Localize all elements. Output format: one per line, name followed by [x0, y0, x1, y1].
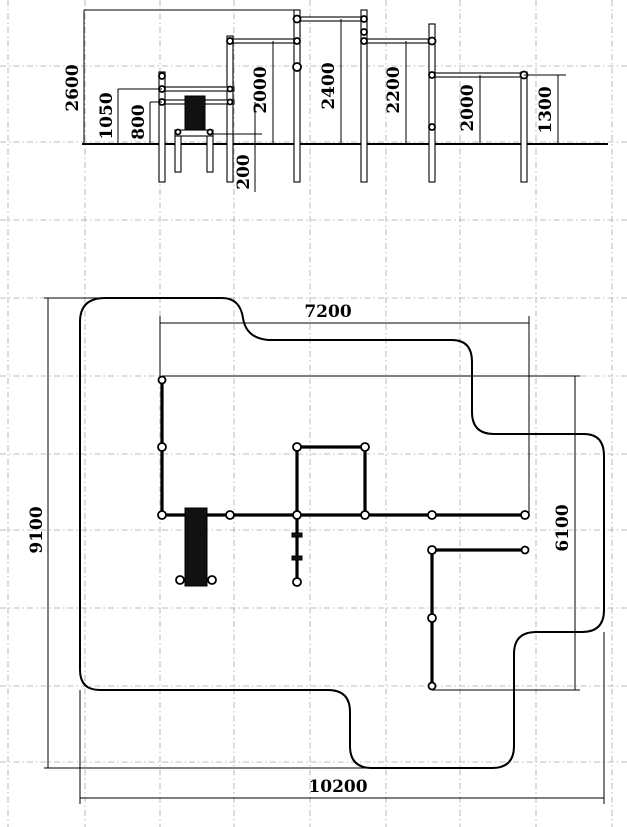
post-bench-left — [158, 71, 166, 183]
post-low-bar — [226, 35, 234, 183]
dim-200: 200 — [234, 154, 254, 190]
joint-p4 — [225, 510, 235, 520]
dim-2000-right: 2000 — [458, 84, 478, 131]
joint-p8 — [360, 510, 370, 520]
dim-6100: 6100 — [553, 504, 573, 551]
joint-p15 — [427, 681, 437, 691]
joint-p9 — [427, 510, 437, 520]
joint-p7 — [360, 442, 370, 452]
post-center — [293, 9, 301, 183]
plan-view: 7200 6100 9100 10200 — [27, 297, 605, 804]
joint-e7 — [292, 14, 302, 24]
joint-p13 — [520, 545, 530, 555]
joint-e14 — [428, 71, 436, 79]
joint-p2 — [157, 442, 167, 452]
pipe-clamp-a — [291, 532, 303, 538]
joint-p16 — [175, 575, 185, 585]
joint-e9 — [292, 62, 302, 72]
joint-e1 — [158, 72, 166, 80]
dim-2600: 2600 — [63, 64, 83, 111]
joint-p10 — [520, 510, 530, 520]
joint-p17 — [207, 575, 217, 585]
elevation-dimensions — [83, 9, 566, 192]
dim-2000-left: 2000 — [251, 66, 271, 113]
elevation-view: 2600 1050 800 2000 200 2400 2200 2000 13… — [63, 9, 608, 192]
bar-2600 — [296, 16, 365, 22]
joint-p5 — [292, 510, 302, 520]
joint-e11 — [360, 28, 368, 36]
dim-10200: 10200 — [308, 777, 367, 797]
surface-contour — [79, 297, 605, 769]
dim-800: 800 — [129, 104, 149, 140]
joint-e10 — [360, 15, 368, 23]
joint-p12 — [427, 545, 437, 555]
bench-leg-right — [206, 133, 214, 173]
dim-7200: 7200 — [304, 302, 351, 322]
joint-e8 — [293, 37, 301, 45]
joint-e4 — [226, 85, 234, 93]
joint-e6 — [226, 37, 234, 45]
joint-p14 — [427, 613, 437, 623]
bar-2000-left — [229, 38, 299, 44]
post-high — [360, 9, 368, 183]
joint-e5 — [226, 98, 234, 106]
joint-e12 — [360, 37, 368, 45]
bench-plan — [184, 507, 208, 587]
bar-1300 — [431, 72, 525, 78]
dim-1300: 1300 — [536, 86, 556, 133]
post-right-a — [428, 23, 436, 183]
joint-e13 — [427, 36, 437, 46]
joint-e17 — [174, 128, 182, 136]
plan-dimensions — [44, 297, 605, 804]
joint-e15 — [428, 123, 436, 131]
joint-p6 — [292, 442, 302, 452]
joint-p3 — [157, 510, 167, 520]
bench-leg-left — [174, 133, 182, 173]
joint-e18 — [206, 128, 214, 136]
dim-9100: 9100 — [27, 506, 47, 553]
joint-p11 — [292, 577, 302, 587]
pipe-clamp-b — [291, 555, 303, 561]
dim-2400: 2400 — [319, 62, 339, 109]
bar-1050 — [161, 86, 235, 92]
dim-1050: 1050 — [97, 92, 117, 139]
dim-2200: 2200 — [384, 66, 404, 113]
post-right-b — [520, 71, 528, 183]
bar-2200 — [363, 38, 433, 44]
